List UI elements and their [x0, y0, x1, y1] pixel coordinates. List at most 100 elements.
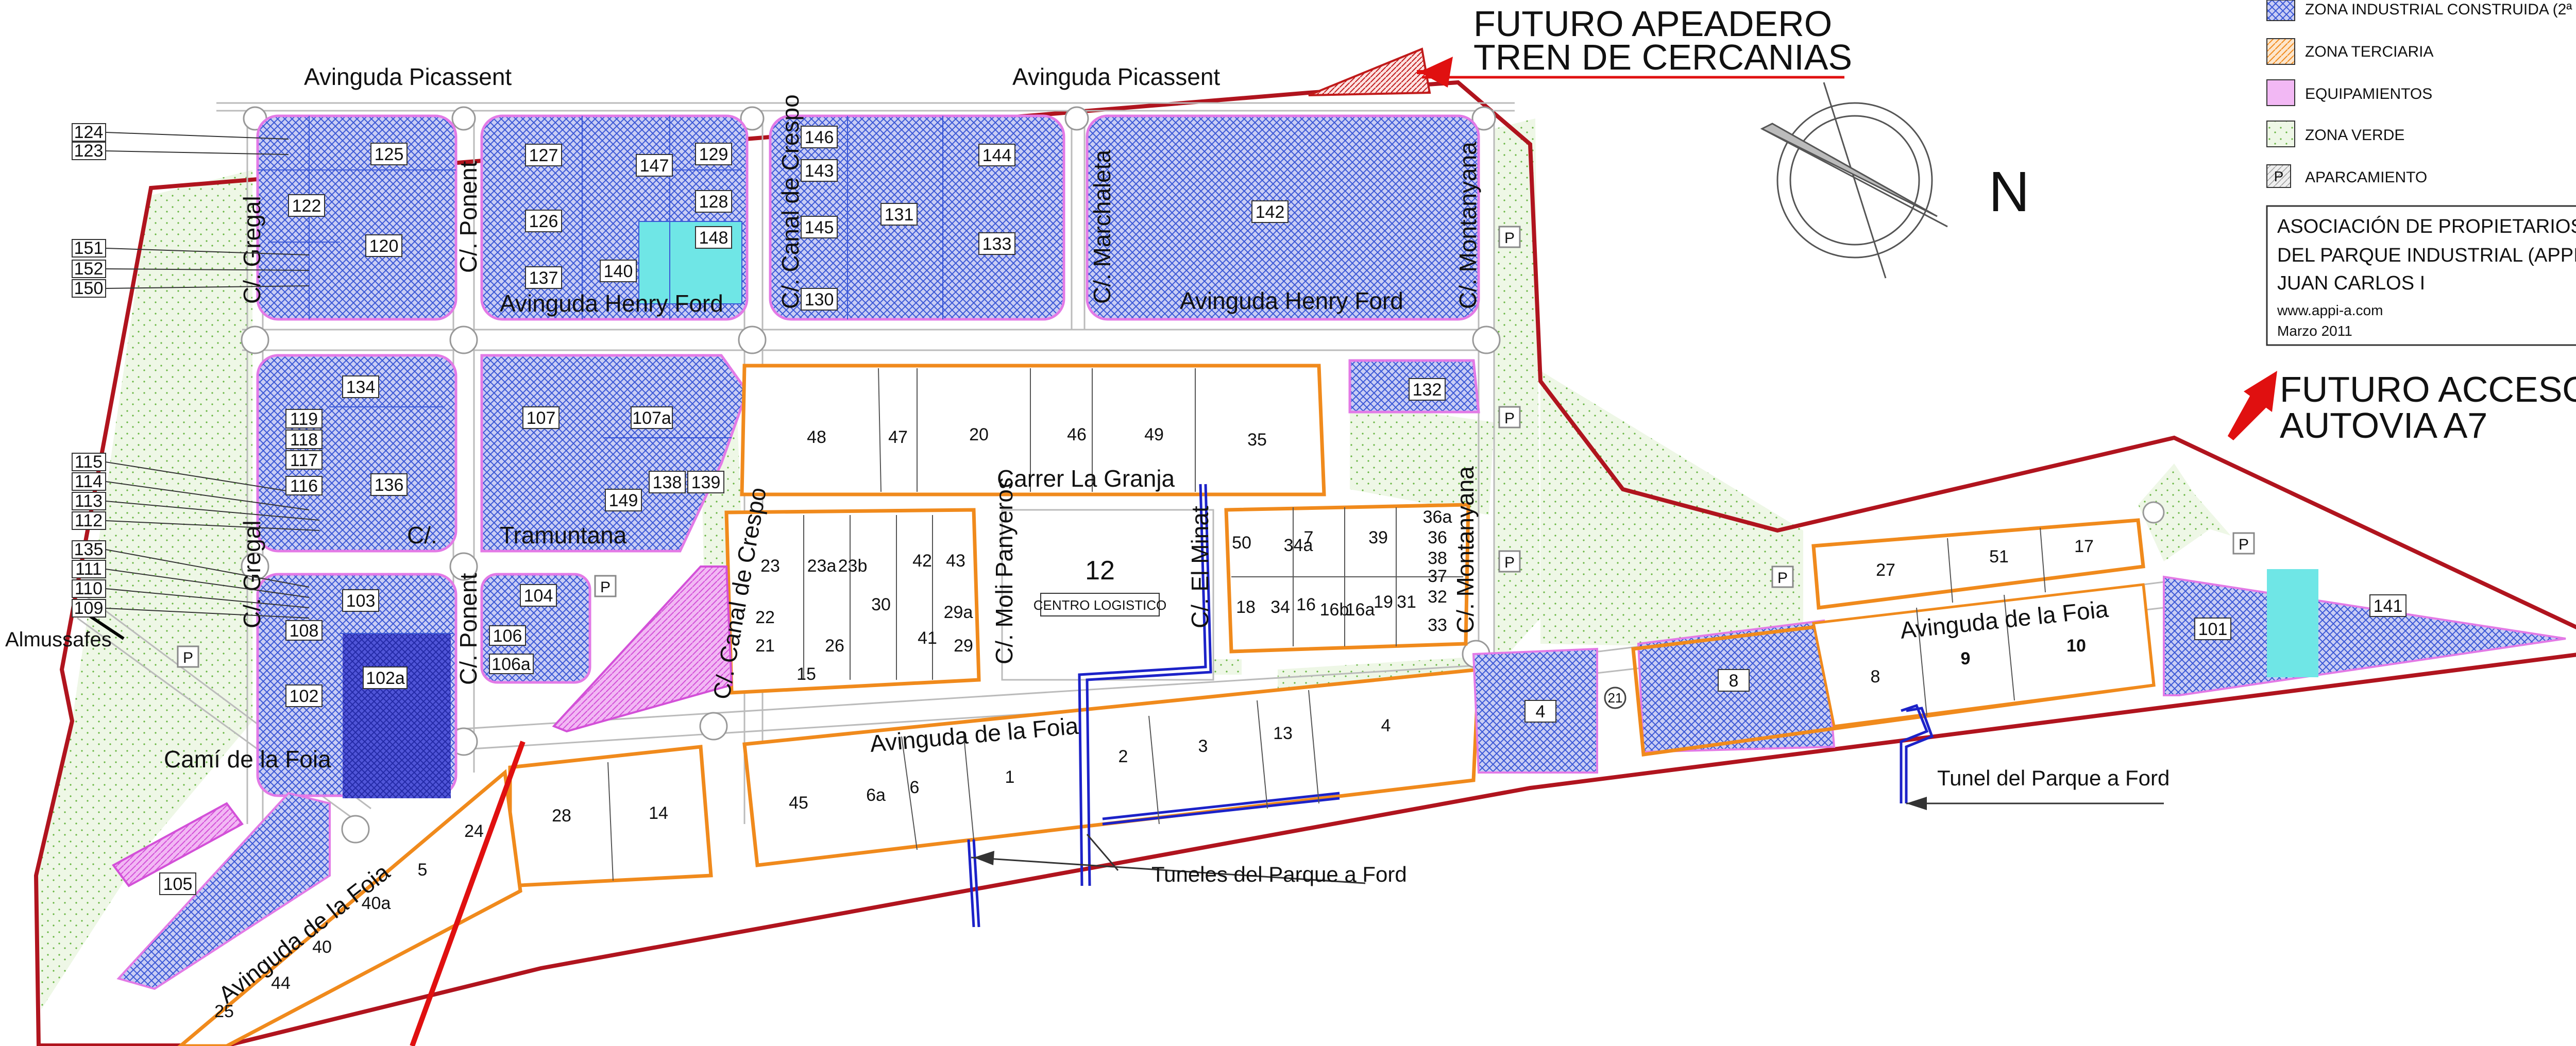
svg-text:23: 23 — [760, 556, 780, 576]
svg-text:49: 49 — [1144, 425, 1164, 444]
svg-text:42: 42 — [912, 551, 932, 571]
svg-text:134: 134 — [346, 378, 376, 397]
svg-text:4: 4 — [1381, 716, 1391, 735]
title-website: www.appi-a.com — [2277, 302, 2383, 318]
svg-text:26: 26 — [825, 636, 844, 656]
label-avinguda-picassent-left: Avinguda Picassent — [304, 63, 512, 90]
svg-text:APARCAMIENTO: APARCAMIENTO — [2305, 169, 2427, 186]
svg-text:P: P — [183, 649, 193, 666]
svg-text:127: 127 — [529, 146, 558, 165]
svg-text:P: P — [1504, 230, 1515, 247]
parking-icon: P — [594, 575, 617, 597]
label-c-moli-panyeros: C/. Moli Panyeros — [991, 477, 1018, 664]
label-c-gregal-top: C/. Gregal — [239, 196, 265, 304]
label-c-gregal-bottom: C/. Gregal — [239, 520, 265, 628]
label-cami-de-la-foia: Camí de la Foia — [164, 746, 331, 773]
futuro-apeadero-line2: TREN DE CERCANIAS — [1473, 37, 1852, 77]
svg-text:2: 2 — [1118, 747, 1128, 766]
svg-text:34a: 34a — [1284, 536, 1313, 555]
annotation-arrows — [76, 57, 2277, 1046]
legend: ZONA INDUSTRIAL CONSTRUIDA (2ª FASE) ZON… — [2266, 0, 2576, 188]
svg-text:40: 40 — [312, 937, 332, 957]
svg-text:142: 142 — [1256, 202, 1285, 222]
futuro-apeadero-line1: FUTURO APEADERO — [1473, 4, 1832, 44]
parking-icon: P — [1771, 565, 1794, 588]
svg-text:51: 51 — [1989, 547, 2009, 567]
svg-text:102a: 102a — [366, 668, 405, 688]
svg-text:144: 144 — [982, 146, 1012, 165]
label-c-marchaleta: C/. Marchaleta — [1089, 149, 1115, 304]
parking-icon: P — [2232, 532, 2255, 555]
svg-text:109: 109 — [74, 598, 104, 618]
svg-text:16: 16 — [1296, 595, 1316, 614]
svg-text:150: 150 — [74, 279, 104, 298]
svg-text:32: 32 — [1428, 587, 1447, 607]
svg-text:50: 50 — [1232, 533, 1251, 553]
svg-text:P: P — [1504, 554, 1515, 571]
svg-text:31: 31 — [1397, 592, 1416, 612]
label-c-el-minat: C/. El Minat — [1187, 506, 1213, 628]
legend-swatch-terciaria — [2266, 38, 2295, 65]
svg-text:104: 104 — [524, 586, 553, 606]
parking-symbols: P P P P P P P — [177, 226, 2255, 668]
svg-text:28: 28 — [552, 806, 571, 826]
legend-swatch-equipamientos — [2266, 79, 2295, 106]
svg-text:8: 8 — [1871, 667, 1880, 687]
svg-text:18: 18 — [1236, 597, 1256, 617]
label-c-canal-de-crespo-top: C/. Canal de Crespo — [777, 94, 804, 309]
svg-text:131: 131 — [885, 205, 914, 225]
svg-text:1: 1 — [1005, 767, 1015, 787]
label-tramuntana: Tramuntana — [500, 522, 627, 548]
svg-text:9: 9 — [1961, 649, 1971, 668]
legend-swatch-aparcamiento — [2266, 164, 2291, 188]
svg-text:106: 106 — [493, 626, 522, 646]
svg-text:47: 47 — [888, 427, 908, 447]
svg-text:148: 148 — [699, 228, 728, 248]
svg-text:27: 27 — [1876, 560, 1895, 580]
svg-text:114: 114 — [75, 472, 103, 491]
svg-text:6a: 6a — [866, 785, 886, 805]
svg-text:140: 140 — [604, 262, 633, 281]
blocks-third-row — [112, 565, 733, 990]
svg-text:36: 36 — [1428, 528, 1447, 547]
parking-icon: P — [2274, 168, 2284, 184]
svg-text:17: 17 — [2074, 537, 2094, 556]
title-date: Marzo 2011 — [2277, 323, 2352, 339]
svg-text:107a: 107a — [632, 408, 671, 428]
svg-text:24: 24 — [464, 821, 484, 841]
svg-text:23b: 23b — [838, 556, 868, 576]
svg-text:108: 108 — [290, 621, 319, 641]
svg-text:43: 43 — [946, 551, 965, 571]
svg-text:P: P — [2239, 536, 2249, 553]
svg-text:22: 22 — [755, 608, 775, 627]
svg-text:6: 6 — [910, 778, 920, 797]
svg-text:137: 137 — [529, 268, 558, 288]
svg-text:30: 30 — [871, 595, 891, 614]
svg-text:143: 143 — [805, 161, 834, 181]
svg-text:23a: 23a — [807, 556, 837, 576]
svg-text:115: 115 — [75, 452, 103, 472]
svg-text:113: 113 — [75, 491, 103, 511]
future-train-halt-area — [1308, 47, 1431, 96]
street-labels: Avinguda Picassent Avinguda Picassent Av… — [5, 63, 2110, 1008]
svg-text:145: 145 — [805, 218, 834, 237]
label-c-montanyana-bottom: C/. Montanyana — [1452, 466, 1479, 633]
svg-text:34: 34 — [1270, 597, 1290, 617]
title-line-1: ASOCIACIÓN DE PROPIETARIOS — [2277, 215, 2576, 237]
svg-text:128: 128 — [699, 192, 728, 212]
svg-text:123: 123 — [74, 141, 104, 161]
legend-item-aparcamiento: P APARCAMIENTO — [2266, 164, 2427, 188]
tuneles-parque-ford: Tuneles del Parque a Ford — [1151, 862, 1407, 886]
svg-text:10: 10 — [2066, 636, 2086, 656]
boxed-plot-labels — [159, 126, 2406, 895]
svg-text:149: 149 — [609, 491, 638, 510]
svg-text:4: 4 — [1536, 702, 1546, 722]
title-line-3: JUAN CARLOS I — [2277, 272, 2425, 294]
svg-text:101: 101 — [2198, 620, 2228, 639]
svg-text:7: 7 — [1304, 528, 1314, 547]
title-line-2: DEL PARQUE INDUSTRIAL (APPI ) — [2277, 245, 2576, 266]
svg-text:120: 120 — [369, 236, 399, 256]
legend-swatch-zona-verde — [2266, 121, 2295, 147]
svg-text:124: 124 — [74, 123, 104, 142]
annotation-labels: FUTURO APEADERO TREN DE CERCANIAS FUTURO… — [1033, 4, 2576, 886]
